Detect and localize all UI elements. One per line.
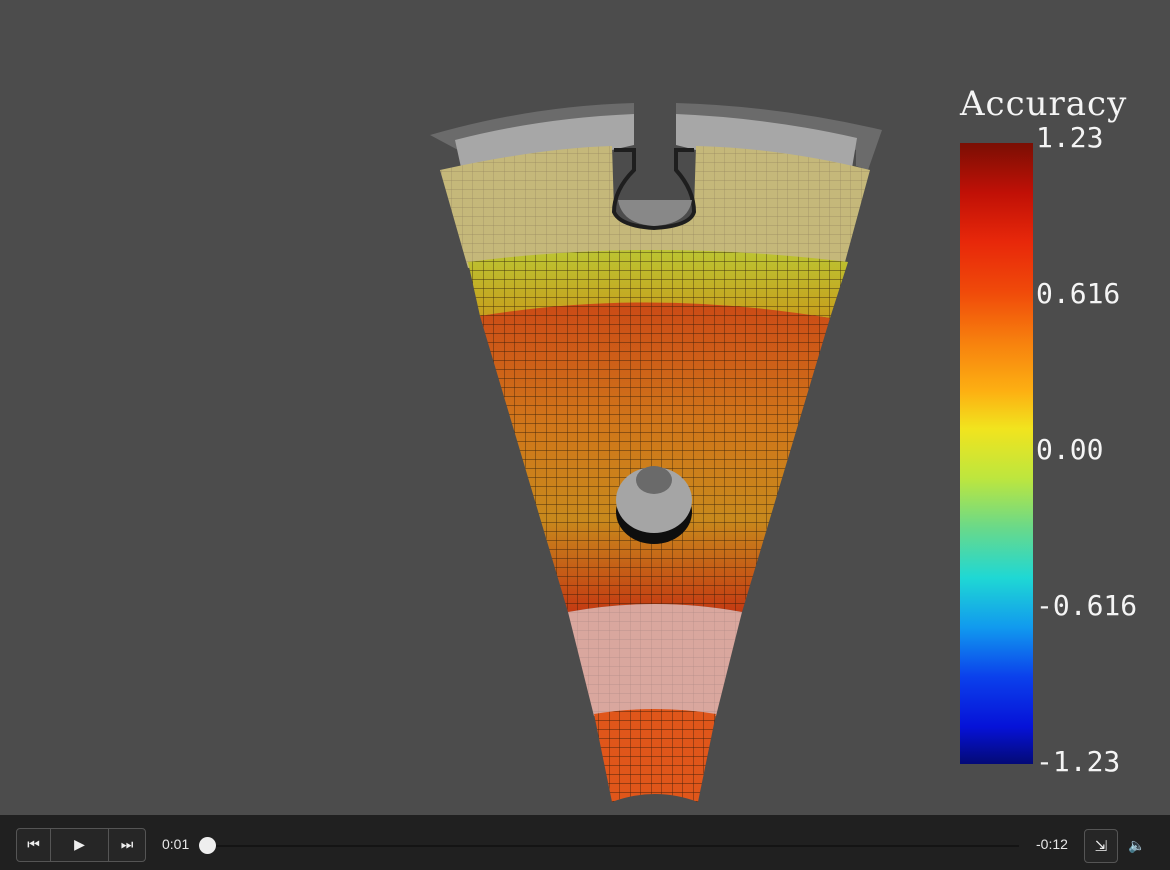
legend-tick-lower: -0.616 xyxy=(1036,589,1138,622)
volume-button[interactable]: 🔈 xyxy=(1127,836,1147,856)
exit-fullscreen-button[interactable]: ⇲ xyxy=(1084,829,1118,863)
play-icon: ▶ xyxy=(74,837,85,853)
transport-buttons: ⏮ ▶ ⏭ xyxy=(16,828,146,862)
legend-title: Accuracy xyxy=(960,84,1128,124)
seek-track[interactable] xyxy=(207,845,1019,847)
legend-tick-min: -1.23 xyxy=(1036,745,1121,778)
render-viewport[interactable]: Accuracy 1.23 0.616 0.00 -0.616 -1.23 xyxy=(0,0,1170,815)
play-button[interactable]: ▶ xyxy=(51,829,109,861)
legend-tick-zero: 0.00 xyxy=(1036,433,1104,466)
remaining-time: -0:12 xyxy=(1036,836,1068,852)
previous-button[interactable]: ⏮ xyxy=(17,829,51,861)
legend-tick-max: 1.23 xyxy=(1036,121,1104,154)
color-bar xyxy=(960,143,1033,764)
volume-icon: 🔈 xyxy=(1128,838,1146,854)
seek-thumb[interactable] xyxy=(199,837,216,854)
skip-forward-icon: ⏭ xyxy=(120,837,134,853)
skip-back-icon: ⏮ xyxy=(27,837,40,853)
next-button[interactable]: ⏭ xyxy=(109,829,145,861)
hole-inner xyxy=(636,466,672,494)
hole-ring xyxy=(616,467,692,533)
exit-fullscreen-icon: ⇲ xyxy=(1094,837,1108,855)
legend-tick-upper: 0.616 xyxy=(1036,277,1121,310)
slot-notch xyxy=(611,148,697,231)
cap-left xyxy=(455,114,634,172)
cap-right xyxy=(676,114,857,168)
elapsed-time: 0:01 xyxy=(162,836,190,852)
player-controls: ⏮ ▶ ⏭ 0:01 -0:12 xyxy=(0,815,1170,870)
mesh-scene xyxy=(430,103,882,802)
